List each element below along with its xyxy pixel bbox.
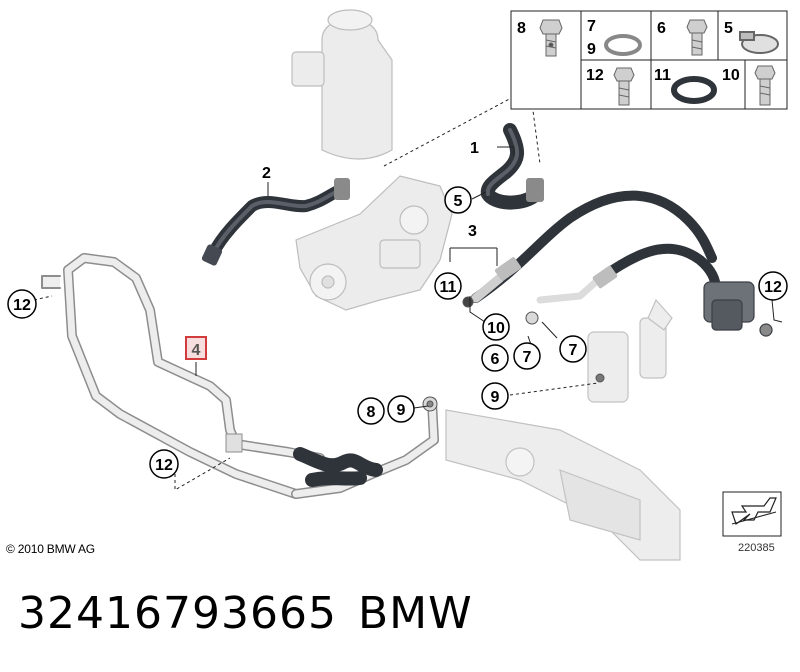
flange-bolt-icon <box>613 67 635 106</box>
callout-circle-5: 5 <box>444 186 472 214</box>
callout-7a: 7 <box>523 349 532 366</box>
callout-12c: 12 <box>764 279 782 296</box>
callout-12a: 12 <box>13 297 31 314</box>
fittings <box>422 296 605 412</box>
callout-3: 3 <box>468 223 477 240</box>
legend-label-7: 7 <box>587 18 596 35</box>
callout-1: 1 <box>470 140 479 157</box>
legend-label-8: 8 <box>517 20 526 37</box>
callout-12b: 12 <box>155 457 173 474</box>
pressure-hose-3 <box>471 190 721 304</box>
callouts-plain: 1 2 3 <box>262 140 479 240</box>
callout-5: 5 <box>454 193 463 210</box>
seal-ring-icon <box>604 34 642 56</box>
steering-rack <box>445 298 681 561</box>
callout-11: 11 <box>440 279 457 296</box>
diagram-number: 220385 <box>738 542 775 554</box>
pump <box>295 175 453 311</box>
hex-bolt-icon <box>754 65 776 106</box>
callout-circle-8: 8 <box>357 397 385 425</box>
callout-9a: 9 <box>397 402 406 419</box>
reservoir <box>291 9 393 160</box>
callout-circle-12b: 12 <box>149 449 179 479</box>
legend-label-5: 5 <box>724 20 733 37</box>
callouts-circled: 5 11 10 6 7 7 9 8 <box>7 186 788 479</box>
return-pipe-4 <box>41 253 439 499</box>
callout-8: 8 <box>367 404 376 421</box>
callout-circle-11: 11 <box>434 272 462 300</box>
callout-9b: 9 <box>491 389 500 406</box>
callout-10: 10 <box>487 320 505 337</box>
front-direction-icon <box>722 491 782 537</box>
brand-name: BMW <box>358 588 473 639</box>
hose-2 <box>201 178 350 266</box>
callout-circle-12c: 12 <box>758 271 788 301</box>
valve-unit <box>703 281 773 337</box>
hose-clamp-icon <box>739 31 779 54</box>
part-number: 32416793665 <box>18 588 337 639</box>
callout-6: 6 <box>491 351 500 368</box>
callout-7b: 7 <box>569 342 578 359</box>
callout-circle-7a: 7 <box>513 342 541 370</box>
callout-circle-12a: 12 <box>7 289 37 319</box>
legend-label-6: 6 <box>657 20 666 37</box>
leader-lines <box>33 87 783 491</box>
legend-label-11: 11 <box>654 67 671 84</box>
hose-1 <box>480 123 544 210</box>
hardware-legend: 8 7 9 6 5 12 11 10 <box>510 10 788 110</box>
callout-circle-6: 6 <box>481 344 509 372</box>
callout-circle-7b: 7 <box>559 335 587 363</box>
callout-circle-9b: 9 <box>481 382 509 410</box>
banjo-bolt-icon <box>539 19 563 57</box>
callout-circle-9a: 9 <box>387 395 415 423</box>
legend-label-9: 9 <box>587 41 596 58</box>
o-ring-icon <box>671 76 717 104</box>
callout-2: 2 <box>262 165 271 182</box>
copyright-note: © 2010 BMW AG <box>6 542 95 556</box>
legend-label-10: 10 <box>722 67 740 84</box>
legend-label-12: 12 <box>586 67 604 84</box>
bolt-icon <box>686 19 708 56</box>
callout-circle-10: 10 <box>482 313 510 341</box>
callout-highlight-4: 4 <box>185 336 207 360</box>
callout-4: 4 <box>192 342 201 359</box>
